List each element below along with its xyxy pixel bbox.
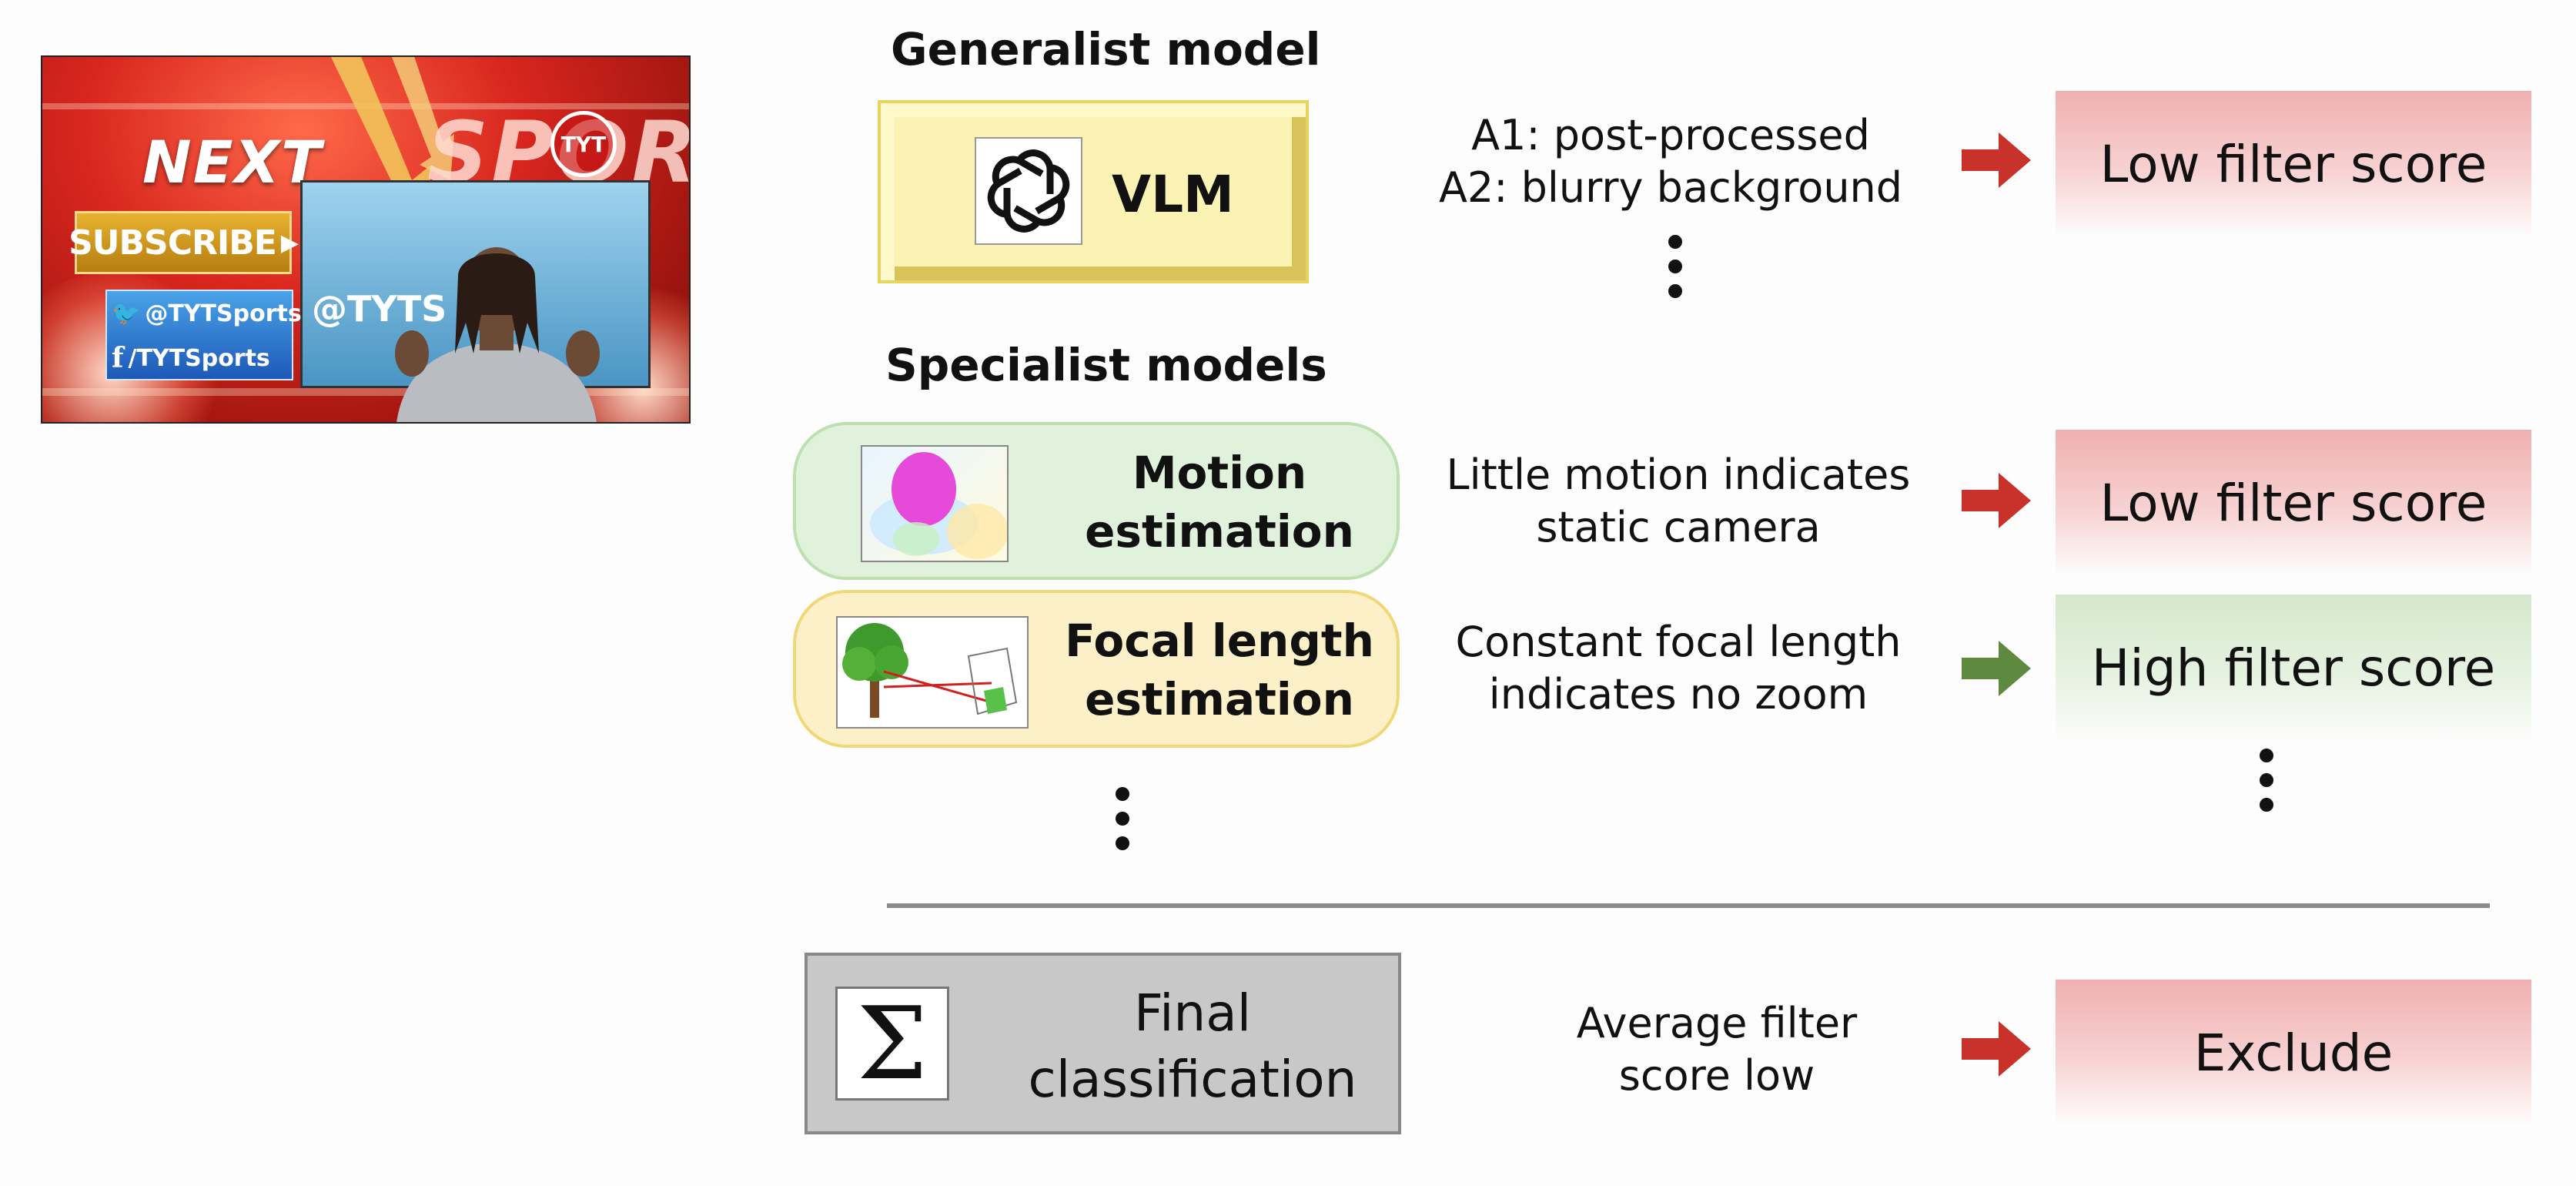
final-description: Average filter score low <box>1447 997 1986 1102</box>
specialist-heading: Specialist models <box>885 339 1327 391</box>
ellipsis-dots <box>1668 235 1683 309</box>
light-stripe <box>42 388 689 396</box>
motion-label-line2: estimation <box>1085 505 1354 558</box>
presenter-figure <box>395 247 600 422</box>
final-classification-box: Σ Final classification <box>805 953 1401 1134</box>
focal-description: Constant focal length indicates no zoom <box>1409 616 1948 721</box>
ellipsis-dots <box>2259 749 2274 822</box>
arrow-right-icon <box>1962 132 2031 188</box>
twitter-row: 🐦 @TYTSports <box>107 291 302 336</box>
final-label-line2: classification <box>1028 1050 1357 1109</box>
motion-label: Motion estimation <box>1050 444 1389 561</box>
twitter-bird-icon: 🐦 <box>112 300 141 327</box>
next-text: NEXT <box>142 128 323 196</box>
focal-label-line1: Focal length <box>1065 615 1374 667</box>
vlm-box: VLM <box>878 100 1309 283</box>
motion-description: Little motion indicates static camera <box>1409 449 1948 554</box>
focal-label: Focal length estimation <box>1050 611 1389 729</box>
focal-desc-line1: Constant focal length <box>1455 618 1902 666</box>
final-desc-line1: Average filter <box>1576 999 1858 1047</box>
social-handles: 🐦 @TYTSports f /TYTSports <box>105 290 302 380</box>
facebook-handle: /TYTSports <box>128 344 270 372</box>
focal-length-thumbnail <box>836 616 1029 729</box>
screen-handle: @TYTS <box>312 288 447 330</box>
motion-outcome: Low filter score <box>2056 430 2531 576</box>
subscribe-text: SUBSCRIBE <box>69 223 277 263</box>
generalist-description: A1: post-processed A2: blurry background <box>1401 109 1940 214</box>
final-label: Final classification <box>1000 980 1385 1113</box>
motion-desc-line1: Little motion indicates <box>1446 451 1911 499</box>
focal-outcome: High filter score <box>2056 595 2531 741</box>
sigma-sum-icon: Σ <box>835 987 949 1101</box>
subscribe-badge: SUBSCRIBE ▶ <box>69 211 299 274</box>
twitter-handle: @TYTSports <box>145 300 302 327</box>
focal-label-line2: estimation <box>1085 673 1354 725</box>
vlm-label: VLM <box>1112 165 1234 224</box>
generalist-heading: Generalist model <box>891 23 1321 75</box>
motion-estimation-box: Motion estimation <box>793 422 1400 580</box>
facebook-icon: f <box>112 342 124 374</box>
tyt-logo: TYT <box>550 111 617 177</box>
section-divider <box>887 903 2490 908</box>
openai-logo-icon <box>975 137 1082 245</box>
final-outcome: Exclude <box>2056 980 2531 1126</box>
focal-length-estimation-box: Focal length estimation <box>793 590 1400 748</box>
final-desc-line2: score low <box>1618 1051 1815 1100</box>
ellipsis-dots <box>1115 787 1130 861</box>
play-icon: ▶ <box>280 229 299 256</box>
generalist-desc-line1: A1: post-processed <box>1471 111 1870 159</box>
generalist-desc-line2: A2: blurry background <box>1438 163 1903 212</box>
video-thumbnail: SPORT TYT NEXT @TYTS SUBSCRIBE ▶ 🐦 @TYTS… <box>41 55 691 424</box>
motion-desc-line2: static camera <box>1536 503 1821 551</box>
optical-flow-thumbnail <box>861 445 1009 562</box>
motion-label-line1: Motion <box>1132 447 1307 499</box>
arrow-right-icon <box>1962 1021 2031 1077</box>
arrow-right-icon <box>1962 473 2031 528</box>
generalist-outcome: Low filter score <box>2056 91 2531 237</box>
final-label-line1: Final <box>1133 983 1252 1043</box>
arrow-right-icon <box>1962 641 2031 696</box>
focal-desc-line2: indicates no zoom <box>1488 670 1868 719</box>
facebook-row: f /TYTSports <box>107 336 292 380</box>
